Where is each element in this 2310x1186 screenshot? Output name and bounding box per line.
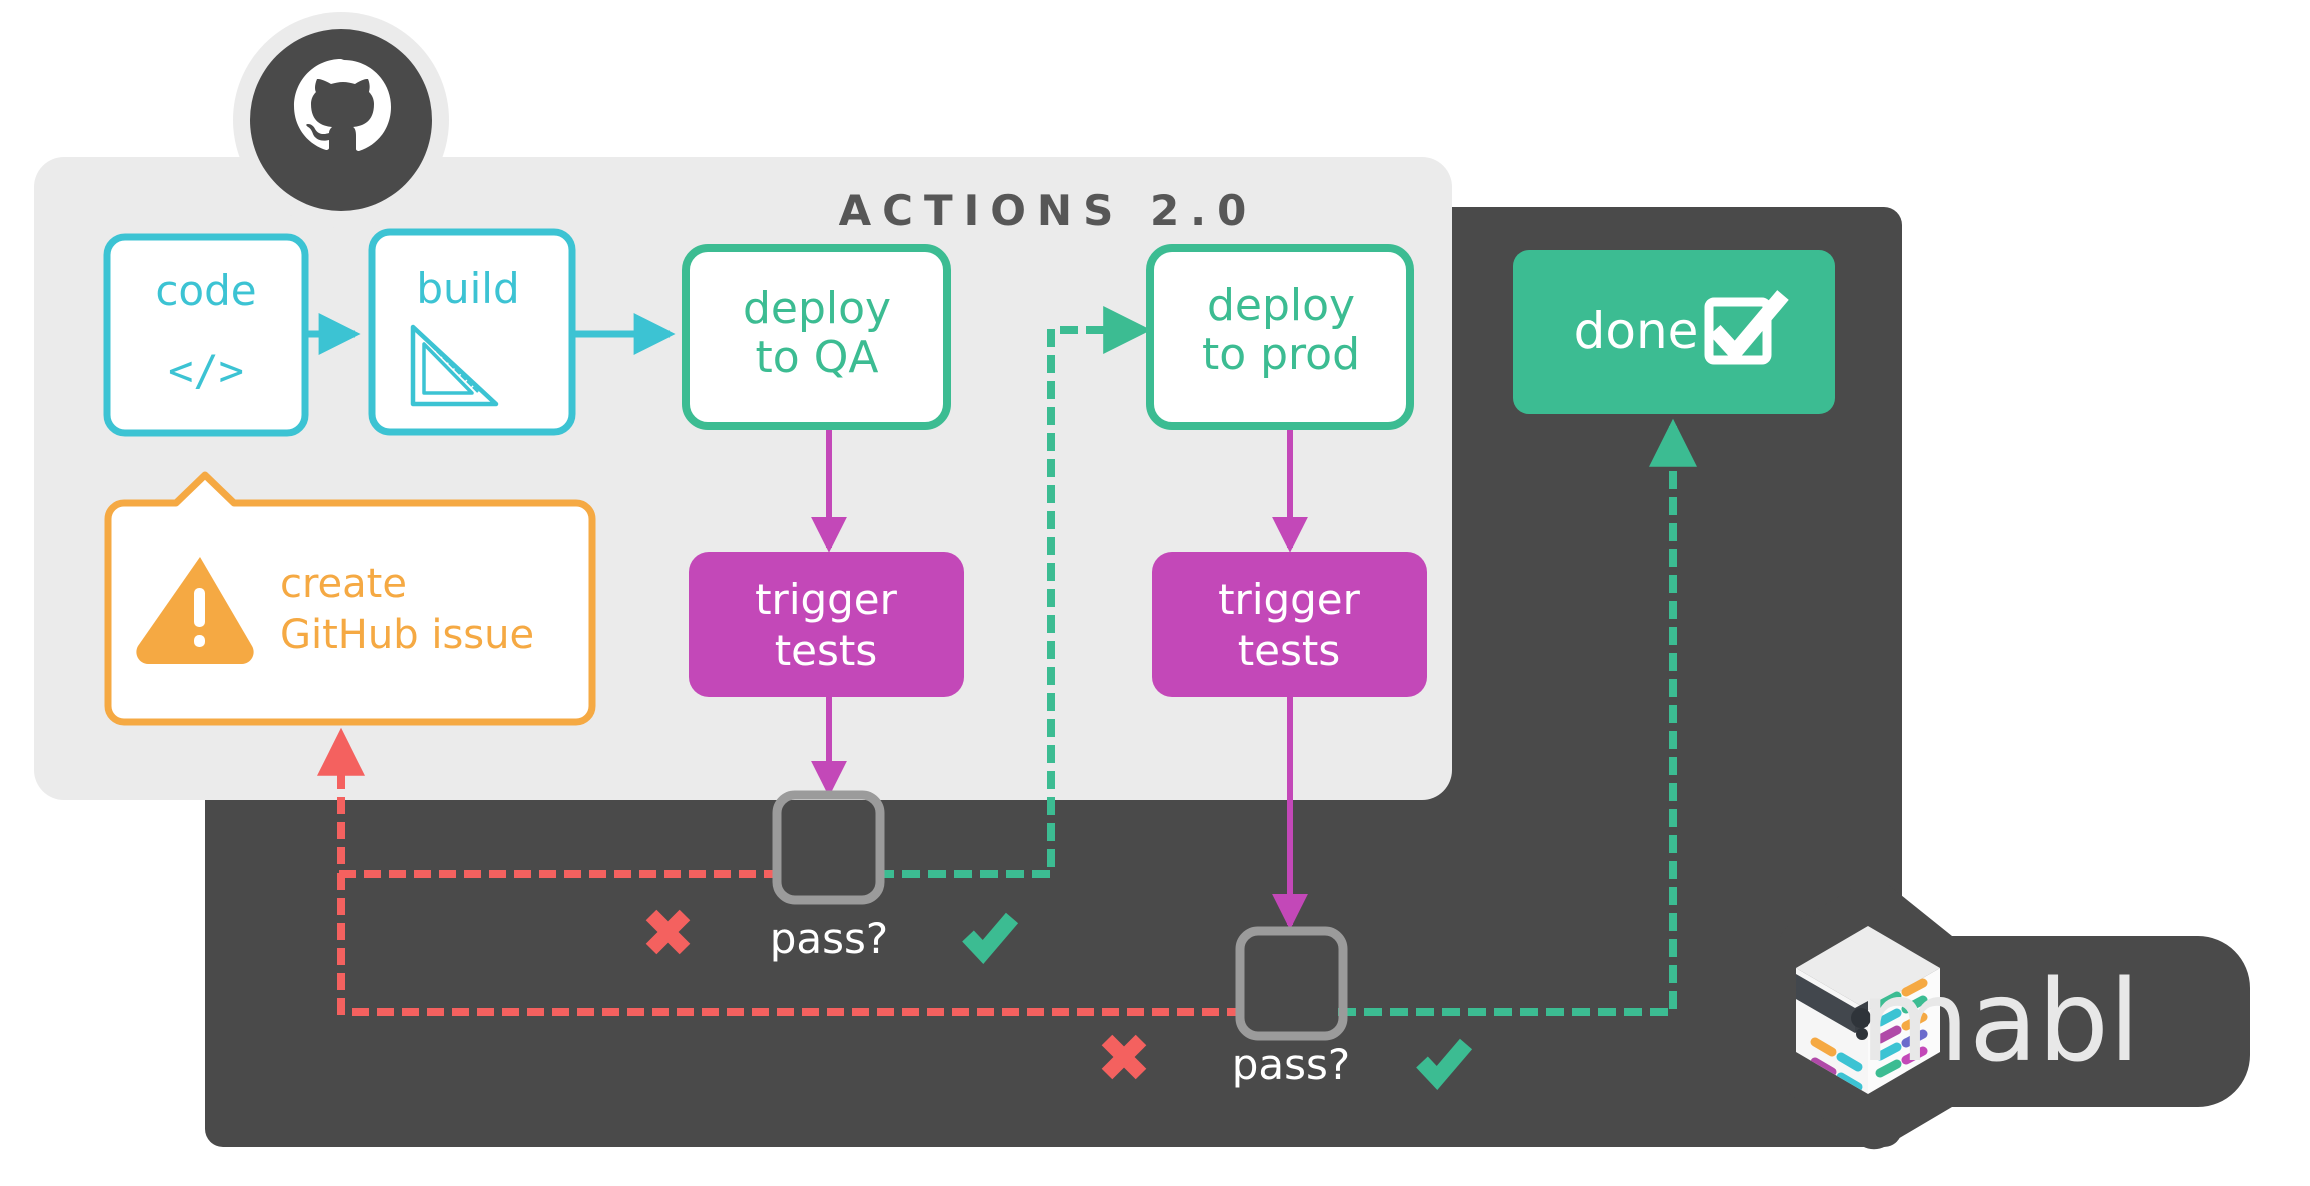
- node-trigger-tests-prod[interactable]: trigger tests: [1152, 552, 1427, 697]
- node-pass-prod[interactable]: pass?: [1101, 926, 1473, 1090]
- node-trigger-tests-prod-label2: tests: [1238, 626, 1341, 675]
- node-trigger-tests-qa-label2: tests: [775, 626, 878, 675]
- node-trigger-tests-prod-label1: trigger: [1218, 575, 1361, 624]
- node-deploy-qa-label2: to QA: [756, 332, 879, 383]
- node-pass-prod-label: pass?: [1232, 1040, 1350, 1089]
- warning-triangle-icon: [136, 557, 254, 664]
- node-done-label: done: [1574, 302, 1699, 360]
- mabl-cube-icon: [1796, 926, 1940, 1094]
- code-brackets-icon: </>: [168, 346, 244, 395]
- node-deploy-prod-label1: deploy: [1207, 280, 1355, 331]
- checkbox-checked-icon: [1704, 290, 1789, 365]
- github-octocat-icon: [233, 12, 449, 228]
- edge-passprod-createissue-fail: [337, 870, 1244, 1016]
- node-create-issue-label2: GitHub issue: [280, 612, 534, 658]
- check-mark-icon: [1416, 1038, 1473, 1090]
- node-trigger-tests-qa[interactable]: trigger tests: [689, 552, 964, 697]
- node-create-issue-label1: create: [280, 561, 407, 607]
- edge-passprod-done-pass: [1338, 418, 1697, 1016]
- node-pass-qa[interactable]: pass?: [645, 790, 1019, 964]
- node-code[interactable]: code </>: [103, 233, 309, 437]
- node-deploy-qa-label1: deploy: [743, 283, 891, 334]
- cross-x-icon: [1101, 1034, 1147, 1080]
- mabl-wordmark: mabl: [1860, 957, 2140, 1087]
- node-create-issue[interactable]: create GitHub issue: [104, 471, 596, 726]
- node-build-label: build: [416, 264, 519, 313]
- cross-x-icon: [645, 909, 691, 955]
- mabl-logo: mabl: [1779, 879, 2250, 1150]
- node-trigger-tests-qa-label1: trigger: [755, 575, 898, 624]
- node-deploy-qa[interactable]: deploy to QA: [682, 244, 951, 430]
- check-mark-icon: [962, 912, 1019, 964]
- page-title: ACTIONS 2.0: [839, 186, 1258, 235]
- node-deploy-prod[interactable]: deploy to prod: [1146, 244, 1414, 430]
- node-deploy-prod-label2: to prod: [1202, 329, 1360, 380]
- edge-passqa-deployprod-pass: [876, 306, 1152, 878]
- node-code-label: code: [155, 266, 256, 315]
- node-build[interactable]: build: [368, 228, 576, 436]
- set-square-ruler-icon: [410, 324, 499, 407]
- node-done[interactable]: done: [1513, 250, 1835, 414]
- node-pass-qa-label: pass?: [770, 914, 888, 963]
